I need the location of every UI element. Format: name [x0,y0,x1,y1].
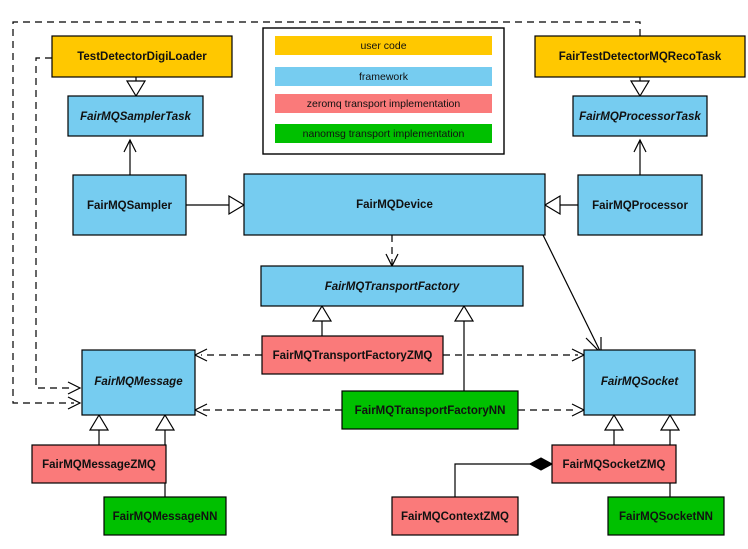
arrowhead-tfnn-socket [571,403,586,417]
legend-swatch-zeromq [275,94,492,113]
node-label-fairmqtransportfactorynn: FairMQTransportFactoryNN [355,405,506,417]
node-box-fairmqsamplertask[interactable] [67,95,204,137]
legend-label-user-code: user code [360,40,406,52]
node-testdetectordigiloader[interactable]: TestDetectorDigiLoader [51,35,233,78]
arrowhead-recotask-message [67,396,82,410]
legend-label-framework: framework [359,71,409,83]
node-label-fairmqtransportfactory: FairMQTransportFactory [325,281,460,293]
node-box-fairmqprocessortask[interactable] [572,95,708,137]
node-fairmqsamplertask[interactable]: FairMQSamplerTask [67,95,204,137]
node-fairmqtransportfactorynn[interactable]: FairMQTransportFactoryNN [341,390,519,430]
arrowhead-sampler-device [228,194,246,216]
node-label-fairmqsocketnn: FairMQSocketNN [619,511,713,523]
node-box-fairmqsampler[interactable] [72,174,187,236]
node-label-fairmqprocessor: FairMQProcessor [592,200,688,212]
node-box-fairmqprocessor[interactable] [577,174,703,236]
diamond-socketzmq-contextzmq [528,457,554,471]
node-box-fairmqtransportfactorynn[interactable] [341,390,519,430]
legend-swatch-user-code [275,36,492,55]
node-fairmqsampler[interactable]: FairMQSampler [72,174,187,236]
node-box-fairmqmessagenn[interactable] [103,496,227,536]
node-label-testdetectordigiloader: TestDetectorDigiLoader [77,51,207,63]
arrowhead-processor-device [543,194,561,216]
node-label-fairmqcontextzmq: FairMQContextZMQ [401,511,509,523]
edge-recotask-to-message [12,21,641,404]
node-label-fairmqdevice: FairMQDevice [356,199,433,211]
node-box-testdetectordigiloader[interactable] [51,35,233,78]
arrowhead-digiloader-message [67,381,82,395]
node-box-fairmqmessagezmq[interactable] [31,444,167,484]
node-label-fairmqtransportfactoryzmq: FairMQTransportFactoryZMQ [273,350,433,362]
node-box-fairmqmessage[interactable] [81,349,196,416]
node-fairmqtransportfactoryzmq[interactable]: FairMQTransportFactoryZMQ [261,335,444,375]
arrowhead-tfzmq-transportfactory [311,304,333,322]
node-label-fairmqsocket: FairMQSocket [601,376,679,388]
node-box-fairmqtransportfactory[interactable] [260,265,524,307]
node-label-fairmqmessagezmq: FairMQMessageZMQ [42,459,156,471]
legend-label-nanomsg: nanomsg transport implementation [303,128,465,140]
node-fairmqmessagenn[interactable]: FairMQMessageNN [103,496,227,536]
node-box-fairmqsocketzmq[interactable] [551,444,677,484]
node-label-fairmqsampler: FairMQSampler [87,200,173,212]
node-box-fairtestdetectormqrecotask[interactable] [534,35,746,78]
node-fairtestdetectormqrecotask[interactable]: FairTestDetectorMQRecoTask [534,35,746,78]
arrowhead-socketzmq-socket [603,413,625,431]
node-box-fairmqsocketnn[interactable] [607,496,725,536]
node-label-fairtestdetectormqrecotask: FairTestDetectorMQRecoTask [559,51,722,63]
edge-device-to-socket [542,234,602,354]
edge-socketzmq-to-contextzmq [454,463,540,497]
arrowhead-digiloader-samplertask [125,80,147,98]
node-label-fairmqmessagenn: FairMQMessageNN [113,511,218,523]
arrowhead-messagenn-message [154,413,176,431]
node-box-fairmqsocket[interactable] [583,349,696,416]
arrowhead-sampler-samplertask [123,138,137,153]
node-label-fairmqsamplertask: FairMQSamplerTask [80,111,191,123]
arrowhead-processor-processortask [633,138,647,153]
arrowhead-recotask-processortask [629,80,651,98]
node-box-fairmqdevice[interactable] [243,173,546,236]
node-fairmqtransportfactory[interactable]: FairMQTransportFactory [260,265,524,307]
legend: user code framework zeromq transport imp… [262,27,505,155]
node-fairmqprocessortask[interactable]: FairMQProcessorTask [572,95,708,137]
node-box-fairmqtransportfactoryzmq[interactable] [261,335,444,375]
arrowhead-messagezmq-message [88,413,110,431]
node-fairmqsocketzmq[interactable]: FairMQSocketZMQ [551,444,677,484]
node-label-fairmqprocessortask: FairMQProcessorTask [579,111,701,123]
node-fairmqprocessor[interactable]: FairMQProcessor [577,174,703,236]
arrowhead-tfnn-transportfactory [453,304,475,322]
node-fairmqdevice[interactable]: FairMQDevice [243,173,546,236]
node-fairmqsocket[interactable]: FairMQSocket [583,349,696,416]
node-label-fairmqsocketzmq: FairMQSocketZMQ [563,459,666,471]
legend-swatch-framework [275,67,492,86]
node-fairmqmessagezmq[interactable]: FairMQMessageZMQ [31,444,167,484]
legend-swatch-nanomsg [275,124,492,143]
node-layer: TestDetectorDigiLoader FairMQSamplerTask… [31,35,746,536]
node-box-fairmqcontextzmq[interactable] [391,496,519,536]
edge-digiloader-to-message [35,57,74,389]
node-fairmqcontextzmq[interactable]: FairMQContextZMQ [391,496,519,536]
node-fairmqmessage[interactable]: FairMQMessage [81,349,196,416]
node-fairmqsocketnn[interactable]: FairMQSocketNN [607,496,725,536]
node-label-fairmqmessage: FairMQMessage [94,376,183,388]
legend-label-zeromq: zeromq transport implementation [307,98,461,110]
arrowhead-socketnn-socket [659,413,681,431]
